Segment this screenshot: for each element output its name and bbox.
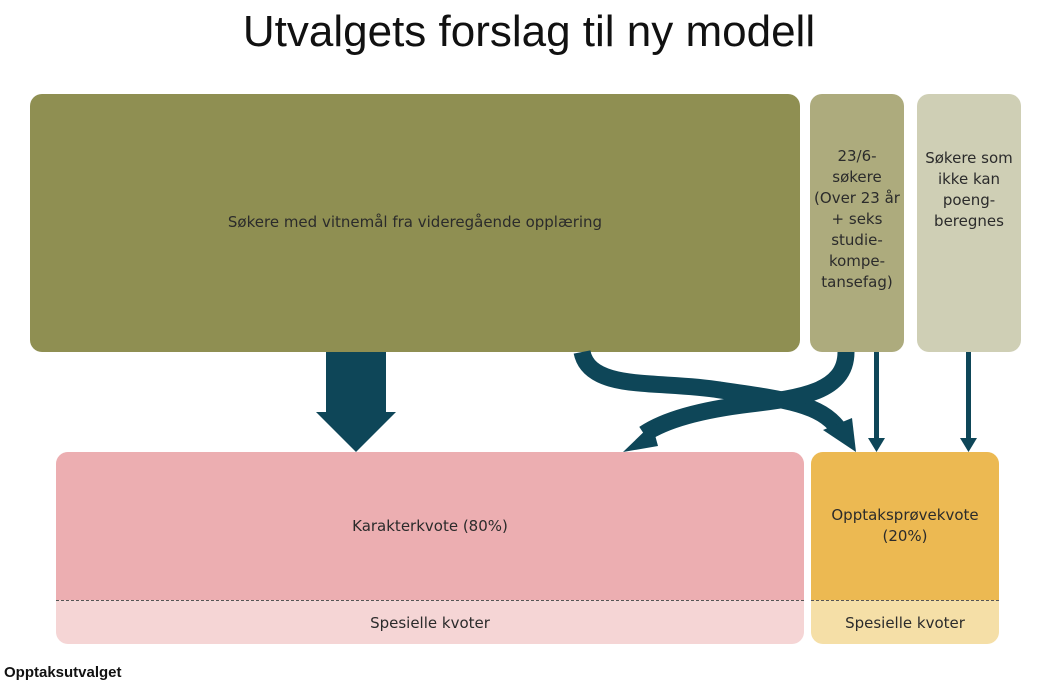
arrow-not-to-opptak-shaft <box>966 352 971 440</box>
source-label-vitnemal: Søkere med vitnemål fra videregående opp… <box>227 212 603 231</box>
source-not-scorable-line: beregnes <box>934 212 1004 230</box>
quota-box-karakter: Karakterkvote (80%) Spesielle kvoter <box>56 452 804 644</box>
arrow-23-to-opptak-head <box>868 438 885 452</box>
arrow-main-to-opptak-curve <box>573 349 845 434</box>
quota-divider <box>811 600 999 601</box>
arrow-23-to-karakter-head <box>623 424 658 452</box>
arrow-23-to-opptak-shaft <box>874 352 879 440</box>
opptak-special-quotas: Spesielle kvoter <box>845 613 965 632</box>
arrow-main-to-opptak-head <box>823 418 856 452</box>
source-box-vitnemal: Søkere med vitnemål fra videregående opp… <box>30 94 800 352</box>
arrow-23-to-karakter-curve <box>639 351 855 442</box>
arrow-main-to-karakter <box>316 352 396 452</box>
opptak-quota-line: (20%) <box>882 527 928 545</box>
source-not-scorable-line: poeng- <box>942 191 996 209</box>
source-23-6-line: (Over 23 år <box>814 188 900 207</box>
page-title: Utvalgets forslag til ny modell <box>242 7 816 56</box>
arrow-not-to-opptak-head <box>960 438 977 452</box>
quota-box-opptak: Opptaksprøvekvote (20%) Spesielle kvoter <box>811 452 999 644</box>
quota-divider <box>56 600 804 601</box>
source-not-scorable-line: ikke kan <box>937 170 1001 188</box>
source-23-6-line: kompe- <box>828 251 886 270</box>
caption-source: Opptaksutvalget <box>4 664 122 681</box>
source-box-not-scorable: Søkere som ikke kan poeng- beregnes <box>917 94 1021 352</box>
opptak-quota-line: Opptaksprøvekvote <box>831 506 979 524</box>
karakter-special-quotas: Spesielle kvoter <box>370 613 490 632</box>
source-23-6-line: + seks <box>831 209 883 228</box>
source-23-6-line: søkere <box>832 167 882 186</box>
source-not-scorable-line: Søkere som <box>925 149 1013 167</box>
source-23-6-line: 23/6- <box>837 146 877 165</box>
opptak-quota-label: Opptaksprøvekvote (20%) <box>811 452 999 600</box>
source-box-23-6: 23/6- søkere (Over 23 år + seks studie- … <box>810 94 904 352</box>
source-label-not-scorable: Søkere som ikke kan poeng- beregnes <box>925 148 1013 232</box>
source-23-6-line: tansefag) <box>821 272 893 291</box>
source-label-23-6: 23/6- søkere (Over 23 år + seks studie- … <box>814 146 900 293</box>
source-23-6-line: studie- <box>831 230 883 249</box>
karakter-quota-label: Karakterkvote (80%) <box>56 452 804 600</box>
